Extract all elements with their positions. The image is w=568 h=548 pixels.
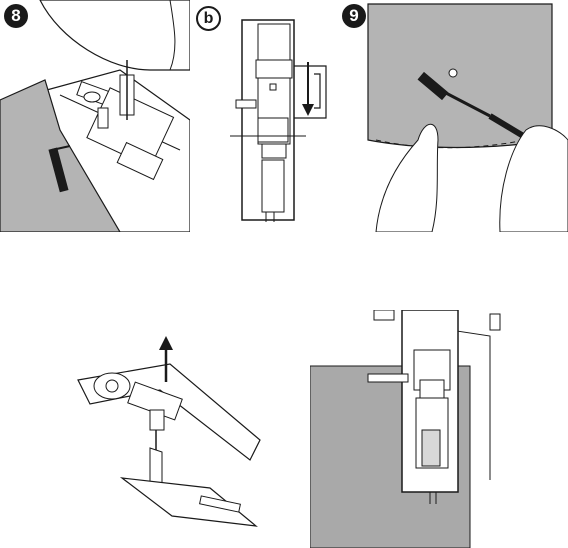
step-number-badge: 8 xyxy=(4,4,28,28)
buttonhole-foot-detail-drawing xyxy=(230,19,327,222)
step-number-badge: 9 xyxy=(342,4,366,28)
arrow-up-icon xyxy=(159,336,173,382)
arrow-down-icon xyxy=(302,62,314,116)
foot-removal-illustration xyxy=(50,320,280,548)
sewing-machine-drawing xyxy=(0,0,190,232)
buttonhole-foot-drawing xyxy=(77,336,261,527)
seam-ripper-drawing xyxy=(367,3,568,232)
foot-on-fabric-illustration xyxy=(310,310,568,548)
foot-on-fabric-drawing xyxy=(310,310,501,548)
step-9-illustration: 9 xyxy=(340,0,568,232)
step-b-illustration: b xyxy=(196,0,336,232)
step-8-illustration: 8 xyxy=(0,0,190,232)
sub-step-badge: b xyxy=(196,6,221,31)
